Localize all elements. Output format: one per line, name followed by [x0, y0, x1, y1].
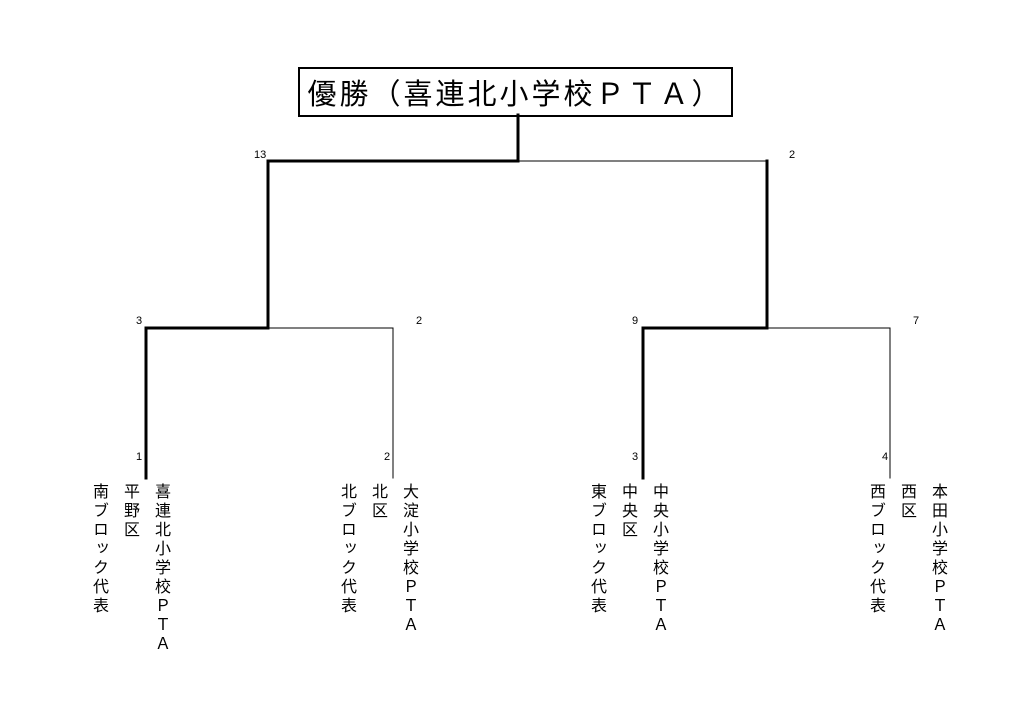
- score-final-right: 2: [789, 149, 796, 161]
- score-team4: 4: [882, 451, 889, 463]
- champion-title: 優勝（喜連北小学校ＰＴＡ）: [298, 67, 733, 117]
- team1-district: 平野区: [121, 483, 140, 540]
- team1-name: 喜連北小学校ＰＴＡ: [152, 483, 171, 654]
- team4-block: 西ブロック代表: [867, 483, 886, 616]
- score-semi1-left: 3: [136, 315, 143, 327]
- team2-name: 大淀小学校ＰＴＡ: [400, 483, 419, 635]
- team2-block: 北ブロック代表: [338, 483, 357, 616]
- team1-block: 南ブロック代表: [90, 483, 109, 616]
- team4-name: 本田小学校ＰＴＡ: [929, 483, 948, 635]
- score-team2: 2: [384, 451, 391, 463]
- score-semi2-left: 9: [632, 315, 639, 327]
- score-team3: 3: [632, 451, 639, 463]
- score-team1: 1: [136, 451, 143, 463]
- score-semi1-right: 2: [416, 315, 423, 327]
- score-final-left: 13: [254, 149, 267, 161]
- team3-block: 東ブロック代表: [588, 483, 607, 616]
- team2-district: 北区: [369, 483, 388, 521]
- team3-name: 中央小学校ＰＴＡ: [650, 483, 669, 635]
- score-semi2-right: 7: [913, 315, 920, 327]
- team3-district: 中央区: [619, 483, 638, 540]
- team4-district: 西区: [898, 483, 917, 521]
